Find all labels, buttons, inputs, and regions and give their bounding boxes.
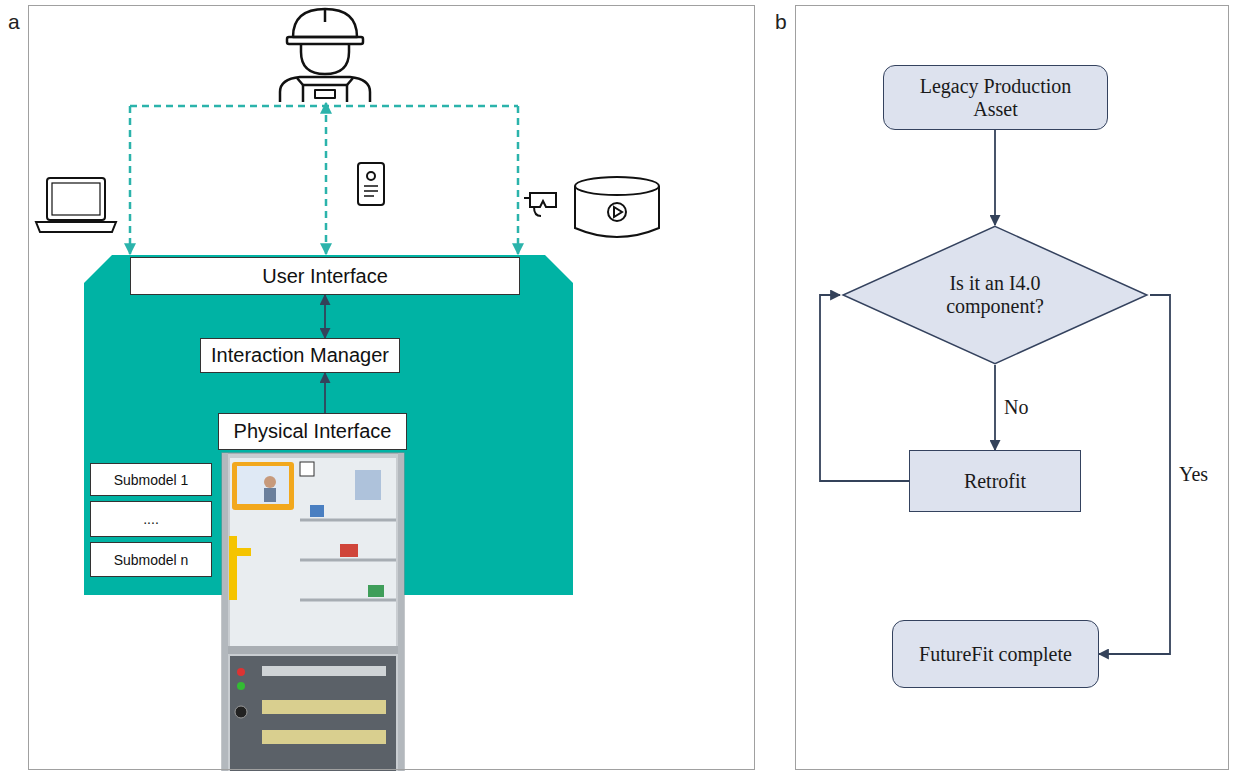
part bbox=[355, 470, 381, 500]
tablet-body bbox=[358, 163, 384, 205]
edge-label: Yes bbox=[1177, 463, 1210, 486]
layer-box: Interaction Manager bbox=[200, 338, 400, 373]
decision-label: Is it an I4.0 component? bbox=[905, 272, 1085, 318]
tablet-avatar bbox=[367, 172, 375, 180]
connector-arrow bbox=[994, 130, 996, 225]
panorama-icon bbox=[575, 177, 659, 237]
terminal-row bbox=[262, 700, 386, 714]
box-label: Legacy Production Asset bbox=[901, 75, 1090, 121]
edge-label: No bbox=[1002, 396, 1030, 419]
layer-label: Physical Interface bbox=[234, 420, 392, 443]
dashed-links bbox=[130, 103, 518, 254]
screen-figure bbox=[264, 476, 276, 488]
qr-code bbox=[300, 462, 314, 476]
layer-label: Interaction Manager bbox=[211, 344, 389, 367]
connector-arrow bbox=[820, 295, 909, 481]
knob bbox=[235, 706, 247, 718]
panorama-wall bbox=[575, 186, 659, 237]
layer-box: Physical Interface bbox=[218, 413, 407, 450]
cable-duct bbox=[262, 666, 386, 676]
screen bbox=[237, 466, 289, 504]
laptop-screen bbox=[47, 178, 105, 220]
panel-letter: a bbox=[8, 10, 20, 34]
worker-icon bbox=[280, 9, 370, 102]
connector-arrow bbox=[324, 373, 326, 413]
overall-pocket bbox=[315, 90, 335, 98]
tablet-icon bbox=[358, 163, 384, 205]
submodel-label: .... bbox=[143, 511, 159, 527]
glass-cabinet bbox=[230, 458, 396, 646]
door-lever bbox=[229, 548, 251, 556]
end-box: FutureFit complete bbox=[892, 620, 1099, 688]
dashed-arrow bbox=[129, 106, 132, 254]
shoulders bbox=[280, 77, 370, 102]
dashed-line bbox=[130, 105, 518, 108]
part bbox=[310, 505, 324, 517]
screen-frame bbox=[232, 462, 294, 510]
box-label: FutureFit complete bbox=[919, 643, 1072, 666]
layer-label: User Interface bbox=[262, 265, 388, 288]
start-box: Legacy Production Asset bbox=[883, 65, 1108, 130]
machine-frame bbox=[222, 453, 404, 771]
button bbox=[237, 668, 245, 676]
vr-glasses-icon bbox=[524, 193, 556, 216]
panel-letter: b bbox=[775, 10, 787, 34]
dashed-arrow bbox=[325, 103, 328, 254]
frame-post bbox=[398, 453, 404, 771]
laptop-base bbox=[36, 222, 116, 232]
submodel-label: Submodel n bbox=[114, 552, 189, 568]
submodel-box: Submodel n bbox=[90, 542, 212, 577]
door-handle bbox=[229, 536, 237, 600]
submodel-box: Submodel 1 bbox=[90, 463, 212, 496]
overall-bib bbox=[303, 85, 347, 102]
laptop-display bbox=[52, 183, 100, 215]
submodel-label: Submodel 1 bbox=[114, 472, 189, 488]
control-cabinet bbox=[230, 656, 396, 771]
face bbox=[301, 44, 349, 74]
process-box: Retrofit bbox=[909, 450, 1081, 512]
part bbox=[340, 544, 358, 557]
play-circle bbox=[608, 203, 626, 221]
screen-figure bbox=[264, 488, 276, 502]
layer-box: User Interface bbox=[130, 257, 520, 295]
helmet bbox=[293, 9, 357, 37]
frame-bar bbox=[222, 646, 404, 654]
glasses-strap bbox=[524, 198, 541, 216]
laptop-icon bbox=[36, 178, 116, 232]
figure-panel: bLegacy Production AssetIs it an I4.0 co… bbox=[795, 5, 1229, 770]
terminal-row bbox=[262, 730, 386, 744]
box-label: Retrofit bbox=[964, 470, 1026, 493]
overall-straps bbox=[297, 78, 353, 85]
shelves bbox=[300, 520, 396, 600]
dashed-arrow bbox=[517, 106, 520, 254]
helmet-brim bbox=[287, 37, 363, 44]
play-triangle bbox=[614, 207, 622, 217]
connector-arrow bbox=[994, 365, 996, 450]
button bbox=[237, 682, 245, 690]
figure-panel: aUser InterfaceInteraction ManagerPhysic… bbox=[28, 5, 755, 770]
glasses bbox=[530, 193, 556, 207]
connector-arrow bbox=[324, 295, 326, 338]
submodel-box: .... bbox=[90, 501, 212, 537]
helmet-ridge bbox=[324, 9, 327, 22]
tablet-lines bbox=[364, 186, 378, 196]
part bbox=[368, 585, 384, 597]
machine-photo bbox=[222, 453, 404, 771]
diamond-shape bbox=[843, 226, 1147, 363]
panorama-top bbox=[575, 177, 659, 195]
decision-diamond: Is it an I4.0 component? bbox=[840, 225, 1150, 365]
frame-post bbox=[222, 453, 228, 771]
connector-arrow bbox=[1099, 295, 1170, 654]
